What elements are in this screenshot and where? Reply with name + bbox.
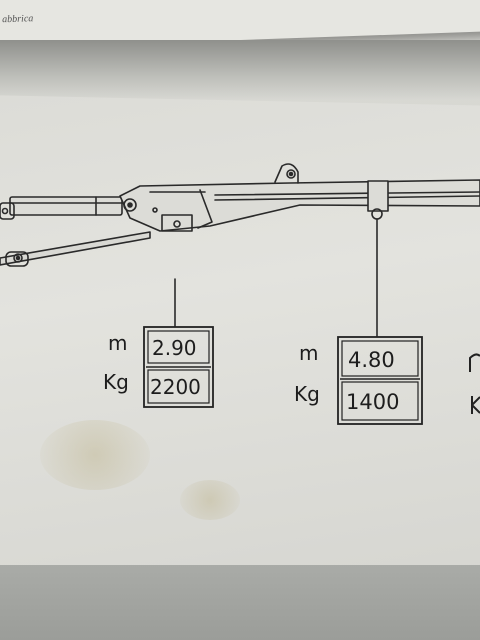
distance-value: 2.90 xyxy=(152,336,197,360)
distance-unit-label: m xyxy=(108,331,127,355)
hydraulic-cylinder xyxy=(0,196,123,220)
load-point-3-partial xyxy=(469,353,480,414)
weight-value: 2200 xyxy=(150,375,201,399)
load-point-1: m Kg 2.90 2200 xyxy=(103,326,214,408)
load-point-2: m Kg 4.80 1400 xyxy=(294,336,423,425)
shadow-band xyxy=(0,40,480,100)
value-box-2 xyxy=(337,336,423,425)
top-pin xyxy=(274,163,299,184)
main-boom xyxy=(119,179,480,232)
lower-arm xyxy=(0,231,151,267)
weight-unit-label: Kg xyxy=(103,370,129,394)
stain xyxy=(40,420,150,490)
stain xyxy=(180,480,240,520)
value-box-1 xyxy=(143,326,214,408)
distance-unit-label: m xyxy=(299,341,318,365)
bottom-strip xyxy=(0,565,480,640)
distance-value: 4.80 xyxy=(348,348,395,372)
weight-unit-label: Kg xyxy=(294,382,320,406)
weight-value: 1400 xyxy=(346,390,399,414)
extension-clamp xyxy=(367,180,389,220)
